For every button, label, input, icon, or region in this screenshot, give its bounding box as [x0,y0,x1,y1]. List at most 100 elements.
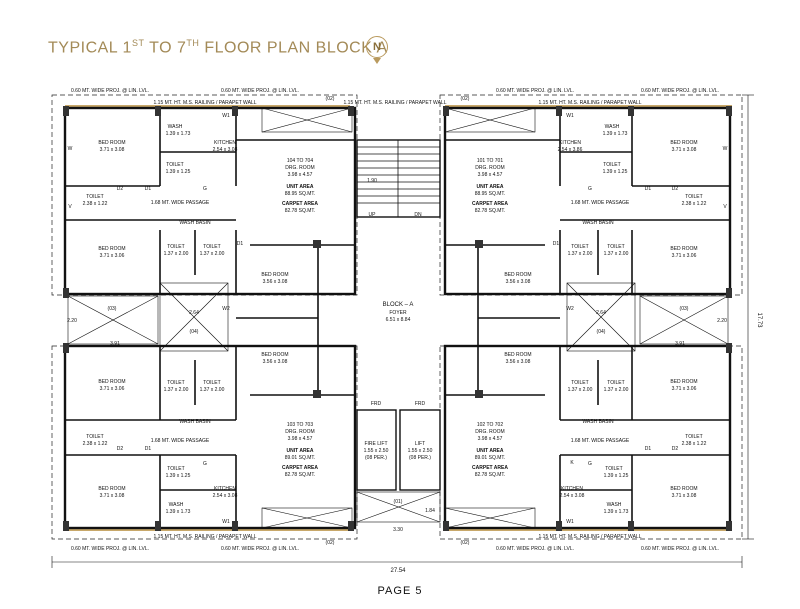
room-name: TOILET [167,244,184,250]
north-arrow-icon [373,58,381,64]
room-name: DRG. ROOM [285,165,314,171]
frd-label: FRD [415,401,426,407]
door-tag: W1 [222,519,230,525]
door-tag: D1 [645,186,652,192]
shafts [67,107,729,529]
room-size: 3.71 x 3.06 [672,253,697,259]
room-name: BED ROOM [98,140,125,146]
room-name: TOILET [607,380,624,386]
room-size: 1.37 x 2.00 [200,387,225,393]
room-size: 1.39 x 1.73 [604,509,629,515]
frd-label: FRD [371,401,382,407]
tag-label: (03) [108,306,117,312]
door-tag: G [203,186,207,192]
room-name: BED ROOM [504,352,531,358]
room-name: KITCHEN [214,486,236,492]
projection-label: 0.60 MT. WIDE PROJ. @ LIN. LVL. [641,88,719,94]
dim-width: 27.54 [390,568,406,574]
unit-area-value: 89.01 SQ.MT. [475,455,506,461]
lifts [356,409,441,491]
railing-label: 1.15 MT. HT. M.S. RAILING / PARAPET WALL [344,100,447,106]
door-tag: W2 [566,306,574,312]
fire-lift-capacity: (08 PER.) [365,455,387,461]
room-name: TOILET [607,244,624,250]
wash-basin-label: WASH BASIN [179,419,211,425]
room-labels: 1.15 MT. HT. M.S. RAILING / PARAPET WALL… [67,88,728,574]
room-name: TOILET [167,466,184,472]
room-name: BED ROOM [98,379,125,385]
wash-basin-label: WASH BASIN [179,220,211,226]
shaft-dim: 2.64 [596,310,606,316]
room-name: TOILET [685,194,702,200]
door-tag: G [203,461,207,467]
door-tag: D2 [672,446,679,452]
tag-label: (04) [597,329,606,335]
carpet-area-label: CARPET AREA [282,201,318,207]
room-name: KITCHEN [561,486,583,492]
unit-area-label: UNIT AREA [286,184,313,190]
room-name: KITCHEN [214,140,236,146]
room-name: WASH [605,124,620,130]
railing-label: 1.15 MT. HT. M.S. RAILING / PARAPET WALL [154,100,257,106]
room-size: 1.39 x 1.73 [603,131,628,137]
room-size: 2.54 x 3.08 [213,147,238,153]
door-tag: D2 [117,446,124,452]
railing-label: 1.15 MT. HT. M.S. RAILING / PARAPET WALL [154,534,257,540]
carpet-area-label: CARPET AREA [472,201,508,207]
passage-label: 1.68 MT. WIDE PASSAGE [151,200,210,206]
door-tag: D2 [117,186,124,192]
dim-height: 17.73 [756,312,762,328]
room-size: 1.39 x 1.73 [166,131,191,137]
room-name: BED ROOM [670,140,697,146]
unit-area-label: UNIT AREA [286,448,313,454]
door-tag: V [723,204,727,210]
room-size: 1.37 x 2.00 [568,251,593,257]
room-size: 3.56 x 3.08 [263,359,288,365]
room-size: 3.98 x 4.57 [288,436,313,442]
exterior-walls [63,106,732,530]
room-size: 2.54 x 3.86 [558,147,583,153]
room-name: TOILET [685,434,702,440]
room-name: TOILET [86,194,103,200]
room-name: DRG. ROOM [475,165,504,171]
room-name: TOILET [86,434,103,440]
dim-height-group: 17.73 [756,312,762,328]
room-name: TOILET [166,162,183,168]
unit-area-label: UNIT AREA [476,184,503,190]
unit-area-label: UNIT AREA [476,448,503,454]
lift-size: 1.55 x 2.50 [408,448,433,454]
room-size: 1.37 x 2.00 [568,387,593,393]
room-name: BED ROOM [670,246,697,252]
door-tag: D1 [645,446,652,452]
dim-391: 3.91 [675,341,685,347]
room-size: 3.71 x 3.06 [672,386,697,392]
door-tag: D1 [145,446,152,452]
lift-capacity: (08 PER.) [409,455,431,461]
projection-label: 0.60 MT. WIDE PROJ. @ LIN. LVL. [221,88,299,94]
room-size: 3.56 x 3.08 [506,279,531,285]
room-name: BED ROOM [670,379,697,385]
lift-label: LIFT [415,441,425,447]
room-name: TOILET [571,380,588,386]
room-size: 1.37 x 2.00 [604,251,629,257]
room-name: DRG. ROOM [285,429,314,435]
room-size: 3.56 x 3.08 [506,359,531,365]
carpet-area-value: 82.78 SQ.MT. [475,472,506,478]
room-size: 3.71 x 3.08 [672,147,697,153]
page-title: TYPICAL 1ST TO 7TH FLOOR PLAN BLOCK A [48,38,388,57]
door-tag: D1 [145,186,152,192]
door-tag: G [588,186,592,192]
carpet-area-label: CARPET AREA [472,465,508,471]
room-size: 2.54 x 3.08 [560,493,585,499]
door-tag: D1 [237,241,244,247]
room-size: 1.39 x 1.25 [603,169,628,175]
dim-190: 1.90 [367,178,377,184]
block-label: BLOCK – A [383,302,414,308]
staircase [356,139,441,218]
room-name: WASH [607,502,622,508]
room-name: WASH [168,124,183,130]
tag-label: (01) [394,499,403,505]
passage-label: 1.68 MT. WIDE PASSAGE [571,438,630,444]
room-size: 1.37 x 2.00 [164,387,189,393]
